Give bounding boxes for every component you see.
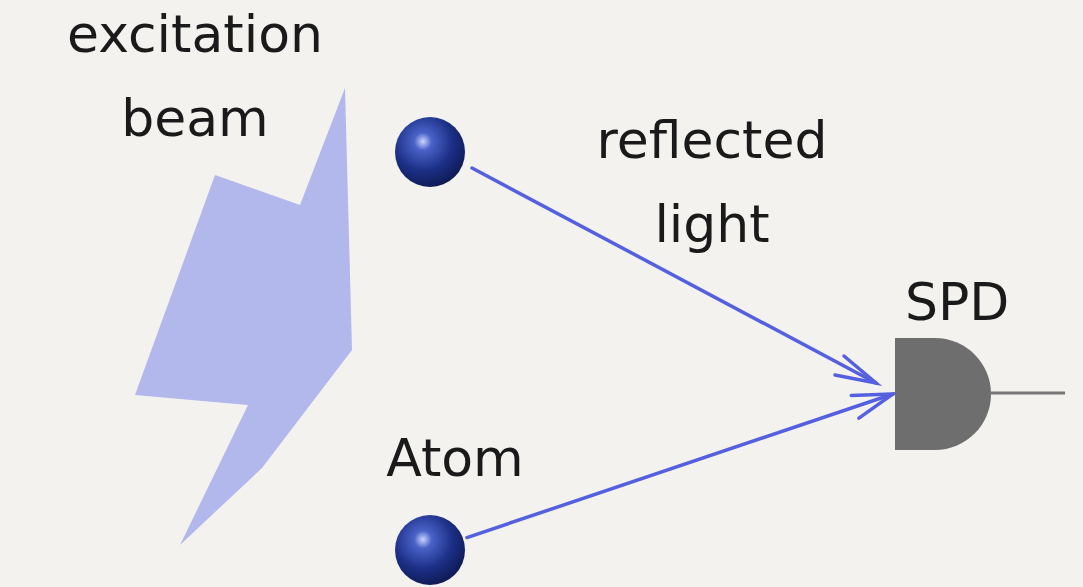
annotation-label: excitation beam xyxy=(10,0,380,160)
mirror-sphere xyxy=(395,117,465,187)
connector-arrow xyxy=(467,394,893,538)
node-label: SPD xyxy=(880,272,1080,332)
atom-sphere xyxy=(395,515,465,585)
detector-wire xyxy=(990,392,1065,395)
annotation-label: reflected light xyxy=(552,98,872,266)
excitation-beam xyxy=(135,88,352,545)
detector-node: SPD xyxy=(880,272,1080,462)
detector-symbol xyxy=(895,338,991,450)
atom-node: Atom xyxy=(360,428,550,587)
node-label: Atom xyxy=(360,428,550,488)
